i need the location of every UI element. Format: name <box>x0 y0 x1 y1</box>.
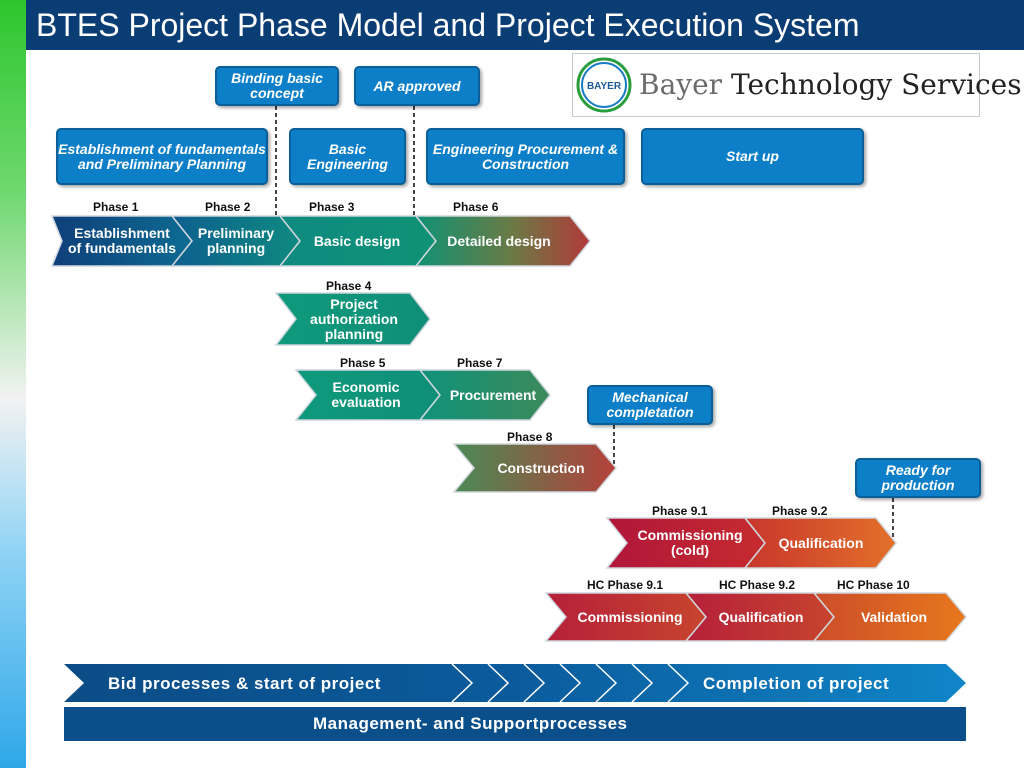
phase-label-7: Phase 7 <box>457 356 503 370</box>
phase-9-2-name: Qualification <box>778 534 864 551</box>
phase-label-8: Phase 8 <box>507 430 553 444</box>
chevron-phase-9-2 <box>743 517 897 569</box>
phase-1-name: Establishment of fundamentals <box>67 225 177 256</box>
stage-establishment: Establishment of fundamentals and Prelim… <box>56 128 268 185</box>
phase-label-9-2: Phase 9.2 <box>772 504 828 518</box>
phase-7-name: Procurement <box>449 386 537 403</box>
stage-basic-engineering: Basic Engineering <box>289 128 406 185</box>
hc-phase-label-9-1: HC Phase 9.1 <box>587 578 664 592</box>
phase-label-6: Phase 6 <box>453 200 499 214</box>
chevron-phase-6 <box>414 215 591 267</box>
chevron-phase-4 <box>274 292 431 346</box>
title-bar: BTES Project Phase Model and Project Exe… <box>26 0 1024 50</box>
phase-8-name: Construction <box>497 459 585 476</box>
phase-3-name: Basic design <box>313 232 401 249</box>
phase-5-name: Economic evaluation <box>331 379 401 410</box>
chevron-phase-7 <box>418 369 551 421</box>
stage-start-up: Start up <box>641 128 864 185</box>
left-gradient-bar <box>0 0 26 768</box>
chevron-phase-8 <box>452 443 617 493</box>
logo-brand-part2: Technology Services <box>730 68 1022 101</box>
milestone-ar-approved: AR approved <box>354 66 480 106</box>
bayer-cross-icon: BAYER <box>576 57 632 113</box>
page-title: BTES Project Phase Model and Project Exe… <box>36 7 860 43</box>
phase-label-4: Phase 4 <box>326 279 372 293</box>
logo-seal-text: BAYER <box>587 81 622 92</box>
phase-label-1: Phase 1 <box>93 200 139 214</box>
logo-brand-part1: Bayer <box>639 68 731 101</box>
phase-6-name: Detailed design <box>447 232 551 249</box>
hc-phase-10-name: Validation <box>860 608 928 625</box>
hc-phase-9-1-name: Commissioning <box>577 608 683 625</box>
bar-chevron-marks <box>451 663 690 703</box>
milestone-mechanical-completation: Mechanical completation <box>587 385 713 425</box>
milestone-binding-basic-concept: Binding basic concept <box>215 66 339 106</box>
phase-label-3: Phase 3 <box>309 200 355 214</box>
bayer-logo: BAYER Bayer Technology Services <box>572 53 1022 117</box>
chevron-hc-phase-10 <box>812 592 967 642</box>
logo-brand: Bayer Technology Services <box>639 68 1022 101</box>
stage-epc: Engineering Procurement & Construction <box>426 128 625 185</box>
management-text: Management- and Supportprocesses <box>313 714 628 733</box>
phase-4-name: Project authorization planning <box>310 295 398 342</box>
completion-text: Completion of project <box>703 674 890 693</box>
hc-phase-9-2-name: Qualification <box>718 608 804 625</box>
bid-process-bar <box>64 664 966 702</box>
hc-phase-label-10: HC Phase 10 <box>837 578 910 592</box>
management-bar <box>64 707 966 741</box>
phase-label-5: Phase 5 <box>340 356 386 370</box>
milestone-ready-for-production: Ready for production <box>855 458 981 498</box>
phase-label-2: Phase 2 <box>205 200 251 214</box>
hc-phase-label-9-2: HC Phase 9.2 <box>719 578 796 592</box>
phase-label-9-1: Phase 9.1 <box>652 504 708 518</box>
phase-2-name: Preliminary planning <box>197 225 275 256</box>
phase-9-1-name: Commissioning (cold) <box>637 527 743 558</box>
bid-process-text: Bid processes & start of project <box>108 674 381 693</box>
